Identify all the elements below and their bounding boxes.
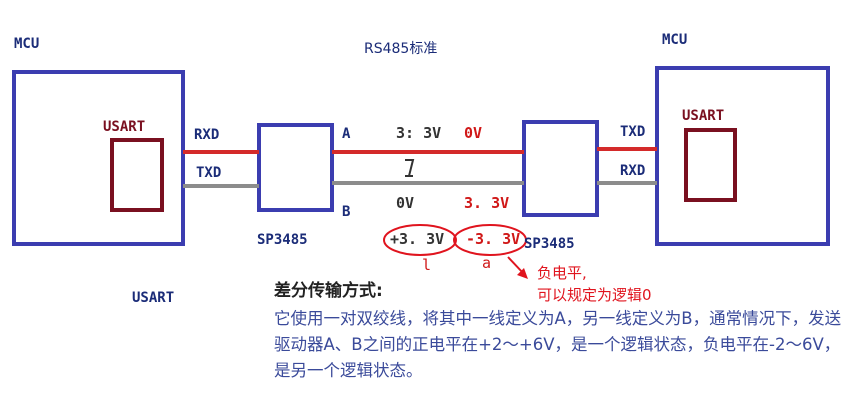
annotation-arrow-head [517,268,528,279]
mcu-right-label: MCU [662,32,688,48]
a-level-1: 3: 3V [396,124,442,142]
a-level-2: 0V [464,124,483,142]
sp3485-right-label: SP3485 [524,236,575,252]
highlight-pos-ellipse [383,224,457,256]
mark-positive: l [422,256,432,274]
usart-left-box [110,138,164,212]
annotation-line-1: 负电平, [537,264,587,282]
diff-positive: +3. 3V [390,230,445,248]
description-body: 它使用一对双绞线，将其中一线定义为A，另一线定义为B，通常情况下，发送驱动器A、… [274,309,842,380]
diff-negative: -3. 3V [466,230,521,248]
txd-right-label: TXD [620,124,646,140]
mcu-left-box [12,70,185,246]
mark-negative: a [482,254,492,272]
b-level-1: 0V [396,194,415,212]
sp3485-left-label: SP3485 [257,232,308,248]
description-heading: 差分传输方式: [274,281,383,301]
usart-right-label: USART [682,108,725,124]
usart-left-label: USART [103,119,146,135]
txd-left-label: TXD [196,165,222,181]
b-level-2: 3. 3V [464,194,510,212]
usart-bottom-label: USART [132,290,175,306]
highlight-neg-ellipse [453,224,527,256]
sp3485-left-box [257,123,334,212]
rxd-right-label: RXD [620,163,646,179]
mcu-right-box [655,66,830,246]
sp3485-right-box [522,120,599,217]
rxd-left-label: RXD [194,127,220,143]
mcu-left-label: MCU [14,36,40,52]
pin-b-label: B [342,204,351,220]
diagram-title: RS485标准 [364,41,438,57]
pin-a-label: A [342,126,351,142]
swap-arrow-icon [405,159,415,177]
usart-right-box [684,128,737,202]
annotation-line-2: 可以规定为逻辑0 [537,286,652,304]
